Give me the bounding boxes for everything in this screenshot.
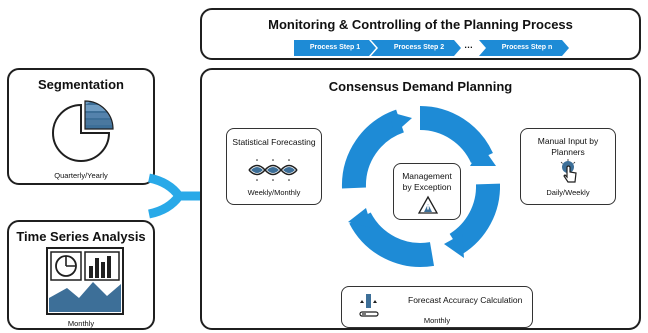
manual-frequency: Daily/Weekly — [546, 188, 590, 197]
warning-icon — [417, 195, 439, 214]
segmentation-frequency: Quarterly/Yearly — [54, 171, 108, 180]
process-step-n: Process Step n — [479, 40, 569, 56]
process-step-1: Process Step 1 — [294, 40, 376, 56]
manual-title-line1: Manual Input by — [537, 136, 599, 146]
time-series-box: Time Series Analysis Monthly — [7, 220, 155, 330]
manual-title-line2: Planners — [551, 147, 585, 157]
segmentation-title: Segmentation — [38, 77, 124, 92]
consensus-box: Consensus Demand Planning Management by … — [200, 68, 641, 330]
accuracy-title: Forecast Accuracy Calculation — [408, 295, 523, 305]
statistical-forecasting-box: Statistical Forecasting Weekly/Monthly — [226, 128, 322, 205]
management-line1: Management — [402, 171, 452, 181]
management-box: Management by Exception — [393, 163, 461, 220]
accuracy-frequency: Monthly — [423, 316, 451, 325]
segmentation-box: Segmentation Quarterly/Yearly — [7, 68, 155, 185]
time-series-frequency: Monthly — [67, 319, 95, 328]
accuracy-gauge-icon — [359, 294, 379, 317]
forecast-waves-icon — [248, 159, 298, 181]
dashboard-icon — [46, 247, 124, 315]
consensus-title: Consensus Demand Planning — [328, 79, 513, 94]
process-ellipsis: … — [464, 40, 473, 50]
forecast-accuracy-box: Forecast Accuracy Calculation Monthly — [341, 286, 533, 328]
process-step-2: Process Step 2 — [371, 40, 461, 56]
monitoring-title: Monitoring & Controlling of the Planning… — [268, 17, 573, 32]
touch-icon — [560, 159, 577, 183]
management-line2: by Exception — [402, 182, 452, 192]
planning-cycle-ring — [341, 106, 501, 267]
statistical-title: Statistical Forecasting — [232, 137, 316, 147]
manual-input-box: Manual Input by Planners Daily/Weekly — [520, 128, 616, 205]
statistical-frequency: Weekly/Monthly — [247, 188, 301, 197]
monitoring-box: Monitoring & Controlling of the Planning… — [200, 8, 641, 60]
time-series-title: Time Series Analysis — [16, 229, 146, 244]
pie-chart-icon — [52, 100, 114, 162]
